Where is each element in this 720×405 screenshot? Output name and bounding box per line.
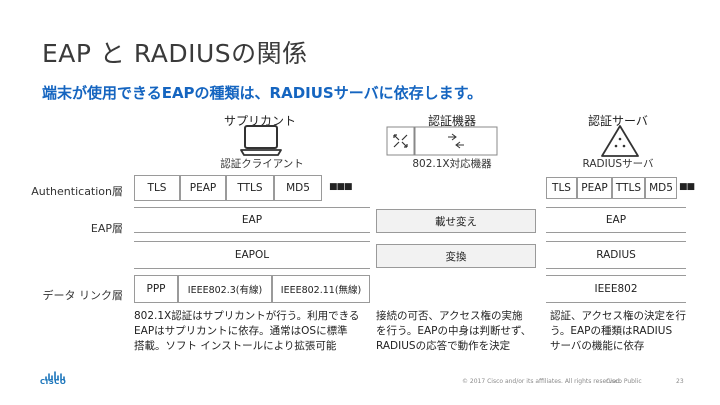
switch-icon <box>386 126 498 160</box>
role-client: 認証クライアント <box>220 158 304 170</box>
server-method-md5: MD5 <box>645 177 677 199</box>
conversion-box: 変換 <box>376 244 536 268</box>
eap-client-band: EAP <box>134 207 370 233</box>
page-subtitle: 端末が使用できるEAPの種類は、RADIUSサーバに依存します。 <box>42 84 483 102</box>
eap-switch-box: 載せ変え <box>376 209 536 233</box>
row-label-eap: EAP層 <box>90 222 123 235</box>
page-number: 23 <box>676 378 684 385</box>
eapol-band: EAPOL <box>134 241 370 269</box>
footer-label: Cisco Public <box>606 378 642 385</box>
description-server: 認証、アクセス権の決定を行 う。EAPの種類はRADIUS サーバの機能に依存 <box>550 309 686 354</box>
description-client-line: 搭載。ソフト インストールにより拡張可能 <box>134 340 337 352</box>
description-server-line: 認証、アクセス権の決定を行 <box>550 310 686 322</box>
role-server: RADIUSサーバ <box>582 158 654 170</box>
auth-method-md5: MD5 <box>274 175 322 201</box>
laptop-icon <box>238 124 284 162</box>
description-server-line: サーバの機能に依存 <box>550 340 645 352</box>
description-client: 802.1X認証はサプリカントが行う。利用できる EAPはサプリカントに依存。通… <box>134 309 359 354</box>
column-supplicant: サプリカント <box>223 114 296 128</box>
radius-band: RADIUS <box>546 241 686 269</box>
description-authenticator: 接続の可否、アクセス権の実施 を行う。EAPの中身は判断せず、 RADIUSの応… <box>376 309 531 354</box>
description-server-line: う。EAPの種類はRADIUS <box>550 325 673 337</box>
cisco-logo-icon <box>44 366 70 385</box>
datalink-wireless: IEEE802.11(無線) <box>272 275 370 303</box>
auth-method-peap: PEAP <box>180 175 226 201</box>
footer-copyright: © 2017 Cisco and/or its affiliates. All … <box>462 378 622 385</box>
row-label-authentication: Authentication層 <box>31 185 123 198</box>
row-label-datalink: データ リンク層 <box>42 289 124 302</box>
auth-more-indicator: ■■■ <box>329 182 352 192</box>
column-server: 認証サーバ <box>588 114 648 128</box>
datalink-ppp: PPP <box>134 275 178 303</box>
datalink-server-band: IEEE802 <box>546 275 686 303</box>
description-authenticator-line: を行う。EAPの中身は判断せず、 <box>376 325 532 337</box>
description-client-line: EAPはサプリカントに依存。通常はOSに標準 <box>134 325 348 337</box>
description-authenticator-line: 接続の可否、アクセス権の実施 <box>376 310 523 322</box>
auth-method-tls: TLS <box>134 175 180 201</box>
server-method-tls: TLS <box>546 177 577 199</box>
description-client-line: 802.1X認証はサプリカントが行う。利用できる <box>134 310 360 322</box>
server-more-indicator: ■■ <box>679 182 695 192</box>
datalink-wired: IEEE802.3(有線) <box>178 275 272 303</box>
page-title: EAP と RADIUSの関係 <box>42 39 308 68</box>
server-method-ttls: TTLS <box>612 177 645 199</box>
radius-server-icon <box>600 124 640 162</box>
role-authenticator: 802.1X対応機器 <box>412 158 492 170</box>
eap-server-band: EAP <box>546 207 686 233</box>
server-method-peap: PEAP <box>577 177 612 199</box>
cisco-logo-text: CISCO <box>40 378 67 386</box>
column-authenticator: 認証機器 <box>427 114 476 128</box>
description-authenticator-line: RADIUSの応答で動作を決定 <box>376 340 511 352</box>
auth-method-ttls: TTLS <box>226 175 274 201</box>
